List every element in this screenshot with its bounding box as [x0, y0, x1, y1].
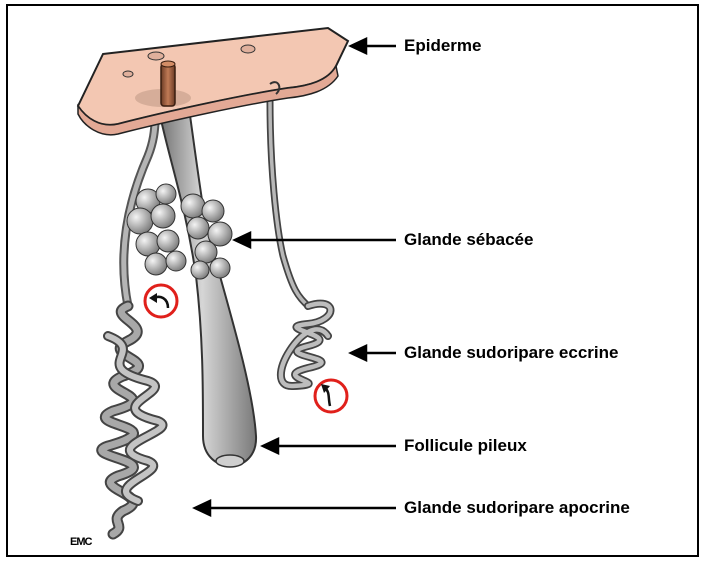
apocrine-secretion-marker — [145, 285, 177, 317]
publisher-mark: EMC — [70, 536, 91, 548]
label-glande-sebacee: Glande sébacée — [404, 230, 533, 250]
sebaceous-gland — [127, 184, 232, 279]
label-epiderme: Epiderme — [404, 36, 481, 56]
hair-follicle — [158, 101, 256, 466]
label-follicule: Follicule pileux — [404, 436, 527, 456]
label-glande-apocrine: Glande sudoripare apocrine — [404, 498, 630, 518]
apocrine-coil — [102, 306, 163, 534]
skin-anatomy-illustration — [8, 6, 701, 559]
eccrine-secretion-marker — [315, 380, 347, 412]
eccrine-coil — [281, 304, 331, 386]
figure-frame: Epiderme Glande sébacée Glande sudoripar… — [6, 4, 699, 557]
label-glande-eccrine: Glande sudoripare eccrine — [404, 343, 618, 363]
